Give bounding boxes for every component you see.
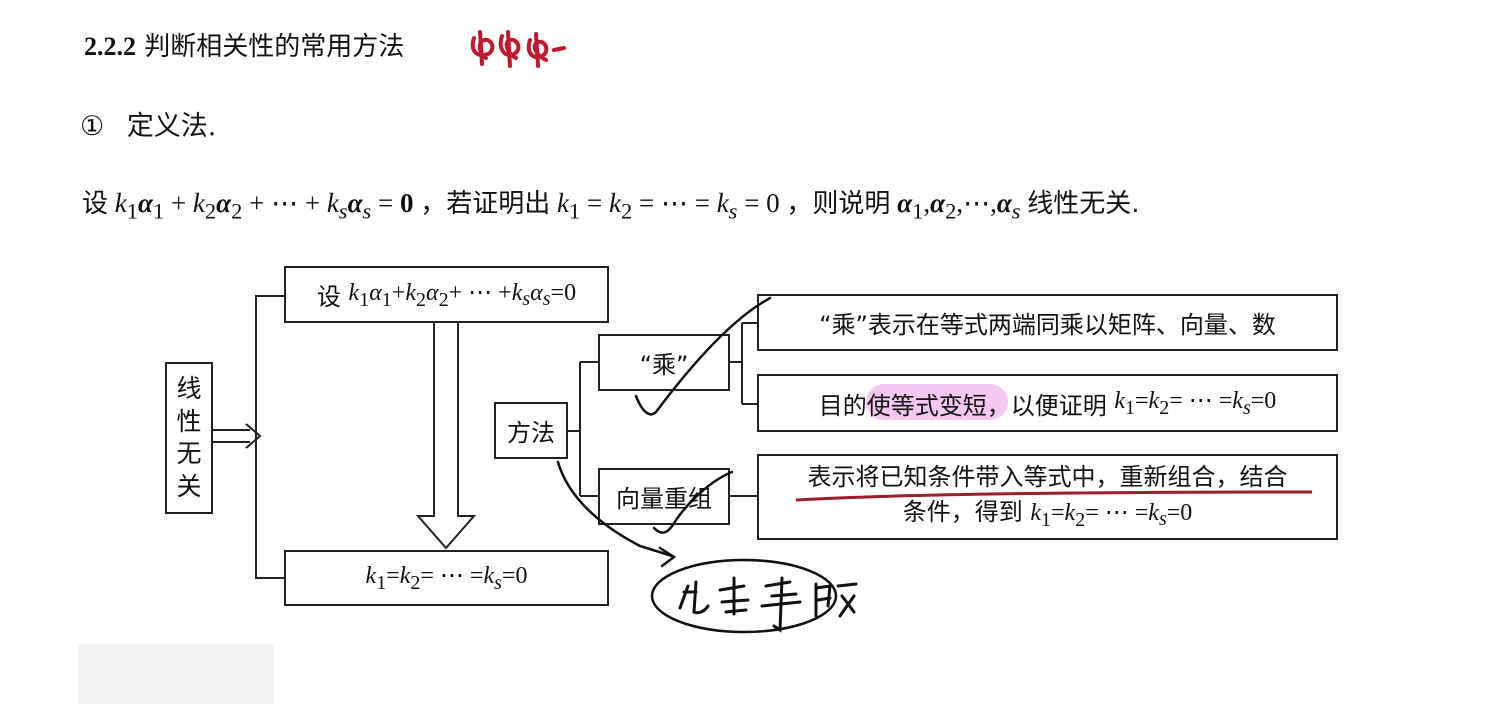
multiply-box: “乘” — [598, 334, 730, 391]
goal-text-highlight: 等式变短， — [890, 391, 1011, 420]
goal-text-b: 以便证明 — [1010, 391, 1107, 420]
eq-vectors: α1,α2,⋯,αs — [897, 188, 1021, 224]
multiply-label: “乘” — [639, 351, 689, 379]
section-number: 2.2.2 — [84, 32, 136, 61]
assume-sum-box: 设 k1α1+k2α2+ ⋯ +ksαs=0 — [284, 266, 609, 323]
eq-prefix: 设 — [82, 189, 109, 219]
assume-formula: k1α1+k2α2+ ⋯ +ksαs=0 — [348, 279, 577, 311]
regroup-line2: 条件，得到 k1=k2= ⋯ =ks=0 — [902, 497, 1193, 531]
method-item-definition: ① 定义法. — [80, 104, 216, 143]
vector-regroup-label: 向量重组 — [616, 485, 712, 513]
item-text: 定义法. — [126, 111, 217, 142]
regroup-line1: 表示将已知条件带入等式中，重新组合，结合 — [807, 462, 1288, 491]
multiply-explain-text: “乘”表示在等式两端同乘以矩阵、向量、数 — [819, 311, 1276, 339]
label-char: 线 — [176, 374, 202, 403]
goal-text-a: 目的使 — [818, 391, 891, 420]
eq-coeffs: k1 = k2 = ⋯ = ks = 0 — [557, 188, 780, 224]
eq-then: ，则说明 — [786, 189, 891, 219]
section-title: 判断相关性的常用方法 — [144, 32, 405, 62]
handwritten-note — [678, 576, 858, 633]
eq-mid: ，若证明出 — [420, 189, 551, 219]
label-char: 关 — [176, 471, 202, 501]
goal-formula: k1=k2= ⋯ =ks=0 — [1114, 388, 1277, 419]
footer-block — [78, 644, 274, 704]
multiply-explain-box: “乘”表示在等式两端同乘以矩阵、向量、数 — [757, 294, 1338, 351]
label-char: 性 — [176, 406, 202, 436]
eq-sum: k1α1 + k2α2 + ⋯ + ksαs = 0 — [114, 188, 414, 224]
definition-equation: 设 k1α1 + k2α2 + ⋯ + ksαs = 0 ，若证明出 k1 = … — [82, 183, 1140, 224]
section-heading: 2.2.2 判断相关性的常用方法 — [84, 26, 404, 63]
circled-one: ① — [80, 111, 105, 142]
handwritten-red-mark — [470, 30, 566, 68]
coefficients-zero-box: k1=k2= ⋯ =ks=0 — [284, 550, 609, 606]
regroup-explain-box: 表示将已知条件带入等式中，重新组合，结合 条件，得到 k1=k2= ⋯ =ks=… — [757, 454, 1338, 540]
regroup-line2-prefix: 条件，得到 — [902, 497, 1023, 526]
linear-independence-box: 线 性 无 关 — [165, 362, 213, 514]
label-char: 无 — [176, 439, 202, 468]
coeffs-formula: k1=k2= ⋯ =ks=0 — [365, 563, 528, 594]
assume-prefix: 设 — [316, 283, 341, 311]
vector-regroup-box: 向量重组 — [598, 468, 730, 525]
goal-box: 目的使 等式变短， 以便证明 k1=k2= ⋯ =ks=0 — [757, 374, 1338, 432]
eq-suffix: 线性无关. — [1027, 189, 1140, 219]
method-label: 方法 — [507, 419, 555, 447]
method-box: 方法 — [494, 402, 568, 459]
highlight-mark — [866, 384, 1008, 420]
